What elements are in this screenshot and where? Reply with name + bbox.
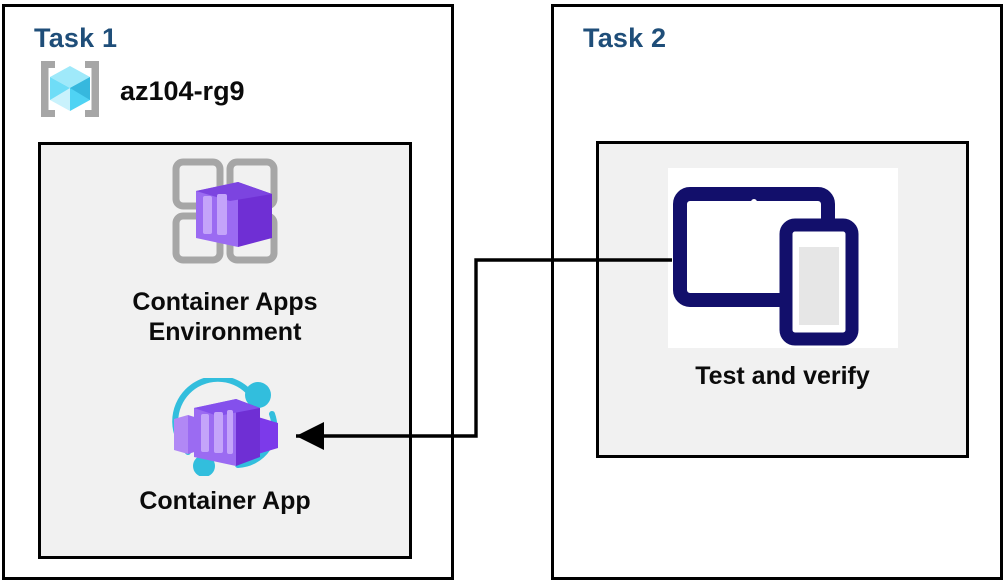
container-app-label: Container App: [139, 487, 311, 515]
azure-resource-group-icon: [34, 58, 106, 125]
resource-group-header: az104-rg9: [34, 58, 245, 125]
test-and-verify-label: Test and verify: [695, 362, 870, 390]
node-test-and-verify[interactable]: Test and verify: [620, 168, 945, 392]
resource-group-name: az104-rg9: [120, 76, 245, 106]
container-apps-environment-label: Container Apps Environment: [132, 288, 318, 346]
task-2-title: Task 2: [583, 23, 667, 53]
node-container-apps-environment[interactable]: Container Apps Environment: [55, 155, 395, 347]
node-container-app[interactable]: Container App: [55, 375, 395, 517]
devices-test-verify-icon: [667, 168, 898, 348]
container-apps-environment-icon: [160, 155, 290, 280]
task-1-title: Task 1: [34, 23, 118, 53]
container-app-icon: [160, 375, 290, 481]
